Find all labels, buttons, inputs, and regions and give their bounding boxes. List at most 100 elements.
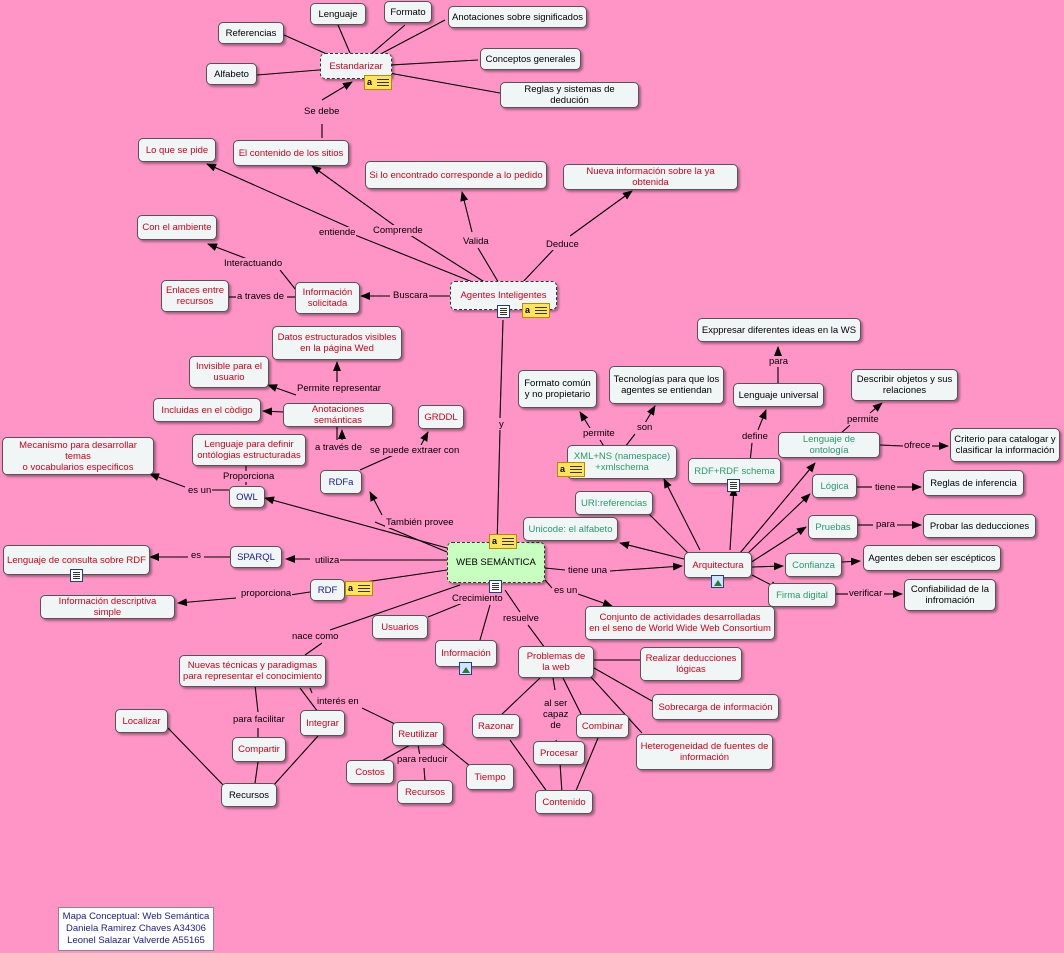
node-describir-objetos[interactable]: Describir objetos y sus relaciones <box>851 369 958 401</box>
note-icon[interactable]: a <box>345 581 373 596</box>
node-realizar-deducciones[interactable]: Realizar deducciones lógicas <box>640 647 742 681</box>
note-icon[interactable]: a <box>489 534 517 549</box>
node-nuevas-tecnicas[interactable]: Nuevas técnicas y paradigmas para repres… <box>179 655 326 687</box>
image-icon[interactable] <box>459 662 472 675</box>
link-label-es-sparql: es <box>190 550 203 561</box>
node-mecanismo[interactable]: Mecanismo para desarrollar temas o vocab… <box>2 437 154 475</box>
node-logica-label: Lógica <box>820 480 849 492</box>
node-rdfa[interactable]: RDFa <box>320 470 362 494</box>
node-conjunto-actividades[interactable]: Conjunto de actividades desarrolladas en… <box>585 606 775 640</box>
node-sparql[interactable]: SPARQL <box>230 546 282 568</box>
node-confiabilidad-label: Confiabilidad de la infromación <box>910 584 990 606</box>
node-agentes-escepticos[interactable]: Agentes deben ser escépticos <box>863 545 1001 571</box>
node-combinar[interactable]: Combinar <box>576 714 629 738</box>
note-icon[interactable]: a <box>364 75 392 90</box>
node-recursos-left-label: Recursos <box>228 789 270 801</box>
node-con-el-ambiente[interactable]: Con el ambiente <box>137 215 217 240</box>
node-formato-comun[interactable]: Formato común y no propietario <box>518 370 597 408</box>
node-xml-ns[interactable]: XML+NS (namespace) +xmlschema <box>567 445 677 479</box>
node-web-semantica-label: WEB SEMÁNTICA <box>456 557 536 568</box>
node-invisible-usuario[interactable]: Invisible para el usuario <box>189 356 269 388</box>
node-razonar[interactable]: Razonar <box>472 714 520 738</box>
node-datos-estructurados[interactable]: Datos estructurados visibles en la págin… <box>272 326 402 360</box>
node-lenguaje[interactable]: Lenguaje <box>310 3 366 25</box>
node-localizar[interactable]: Localizar <box>115 709 168 733</box>
node-arquitectura[interactable]: Arquitectura <box>684 552 752 578</box>
node-nueva-informacion[interactable]: Nueva información sobre la ya obtenida <box>563 164 738 190</box>
node-pruebas[interactable]: Pruebas <box>808 515 858 539</box>
node-usuarios[interactable]: Usuarios <box>372 615 428 639</box>
node-alfabeto[interactable]: Alfabeto <box>206 63 257 85</box>
node-logica[interactable]: Lógica <box>812 474 857 498</box>
node-lenguaje-ontologias[interactable]: Lenguaje para definir ontólogias estruct… <box>192 434 306 466</box>
node-estandarizar[interactable]: Estandarizar <box>320 53 392 79</box>
node-exppresar-ideas-label: Exppresar diferentes ideas en la WS <box>701 324 857 336</box>
node-costos[interactable]: Costos <box>346 760 394 784</box>
node-incluidas-codigo[interactable]: Incluidas en el còdigo <box>153 398 261 422</box>
node-contenido[interactable]: Contenido <box>535 790 593 814</box>
document-icon[interactable] <box>489 580 502 593</box>
node-compartir[interactable]: Compartir <box>232 737 286 762</box>
node-confiabilidad[interactable]: Confiabilidad de la infromación <box>904 579 996 611</box>
link-label-para: para <box>768 356 790 367</box>
node-owl[interactable]: OWL <box>229 486 265 508</box>
node-si-lo-encontrado[interactable]: Si lo encontrado corresponde a lo pedido <box>365 161 547 189</box>
node-nuevas-tecnicas-label: Nuevas técnicas y paradigmas para repres… <box>183 660 322 682</box>
node-anotaciones-significados[interactable]: Anotaciones sobre significados <box>448 6 587 28</box>
node-informacion-descriptiva-label: Información descriptiva simple <box>58 596 157 618</box>
node-arquitectura-label: Arquitectura <box>692 559 744 571</box>
node-referencias[interactable]: Referencias <box>218 22 284 44</box>
node-tiempo[interactable]: Tiempo <box>466 764 514 790</box>
node-costos-label: Costos <box>355 766 385 778</box>
node-problemas-web[interactable]: Problemas de la web <box>518 646 594 678</box>
node-reutilizar[interactable]: Reutilizar <box>392 722 444 746</box>
node-criterio[interactable]: Criterio para catalogar y clasificar la … <box>950 428 1060 462</box>
node-heterogeneidad[interactable]: Heterogeneidad de fuentes de información <box>636 734 773 770</box>
node-exppresar-ideas[interactable]: Exppresar diferentes ideas en la WS <box>697 318 861 342</box>
node-lo-que-se-pide-label: Lo que se pide <box>145 144 209 156</box>
image-icon[interactable] <box>711 575 724 588</box>
document-icon[interactable] <box>70 569 83 582</box>
node-realizar-deducciones-label: Realizar deducciones lógicas <box>645 653 737 675</box>
document-icon[interactable] <box>727 479 740 492</box>
link-label-a-traves-de-2: a través de <box>314 442 363 453</box>
note-icon[interactable]: a <box>557 462 585 477</box>
node-rdf-schema-label: RDF+RDF schema <box>694 465 775 477</box>
node-rdf[interactable]: RDF <box>310 579 345 601</box>
node-integrar[interactable]: Integrar <box>300 710 345 736</box>
node-informacion-solicitada[interactable]: Información solicitada <box>295 282 360 314</box>
node-tiempo-label: Tiempo <box>474 771 506 783</box>
node-grddl[interactable]: GRDDL <box>418 405 464 429</box>
node-formato[interactable]: Formato <box>384 1 432 23</box>
node-probar-deducciones[interactable]: Probar las deducciones <box>923 514 1036 538</box>
link-label-y: y <box>498 419 505 430</box>
node-reglas-deducion[interactable]: Reglas y sistemas de dedución <box>500 82 639 108</box>
document-icon[interactable] <box>497 305 510 318</box>
node-sobrecarga[interactable]: Sobrecarga de información <box>652 694 779 720</box>
node-unicode[interactable]: Unicode: el alfabeto <box>523 517 618 541</box>
node-recursos-mid[interactable]: Recursos <box>397 780 453 804</box>
node-firma-digital[interactable]: Firma digital <box>768 583 836 607</box>
node-anotaciones-semanticas[interactable]: Anotaciones semánticas <box>283 403 393 427</box>
node-conceptos-generales[interactable]: Conceptos generales <box>480 48 581 70</box>
node-lo-que-se-pide[interactable]: Lo que se pide <box>138 138 216 162</box>
node-lenguaje-ontologia[interactable]: Lenguaje de ontología <box>778 432 880 458</box>
node-recursos-left[interactable]: Recursos <box>221 783 277 807</box>
node-uri[interactable]: URI:referencias <box>575 491 653 515</box>
note-icon[interactable]: a <box>522 303 550 318</box>
node-procesar[interactable]: Procesar <box>533 741 585 765</box>
node-lenguaje-ontologia-label: Lenguaje de ontología <box>802 434 856 456</box>
node-enlaces-recursos[interactable]: Enlaces entre recursos <box>161 280 229 312</box>
credits-line3: Leonel Salazar Valverde A55165 <box>67 935 205 946</box>
node-confianza[interactable]: Confianza <box>785 553 842 577</box>
link-label-utiliza: utiliza <box>314 555 341 566</box>
node-contenido-sitios[interactable]: El contenido de los sitios <box>233 140 349 166</box>
node-tecnologias[interactable]: Tecnologías para que los agentes se enti… <box>609 366 724 404</box>
node-reglas-inferencia[interactable]: Reglas de inferencia <box>923 470 1024 496</box>
node-agentes-inteligentes-label: Agentes Inteligentes <box>460 290 547 301</box>
node-anotaciones-significados-label: Anotaciones sobre significados <box>452 11 583 23</box>
node-informacion-descriptiva[interactable]: Información descriptiva simple <box>40 595 175 619</box>
node-lenguaje-universal[interactable]: Lenguaje universal <box>733 383 824 407</box>
node-agentes-escepticos-label: Agentes deben ser escépticos <box>868 552 996 564</box>
node-nueva-informacion-label: Nueva información sobre la ya obtenida <box>586 166 715 188</box>
